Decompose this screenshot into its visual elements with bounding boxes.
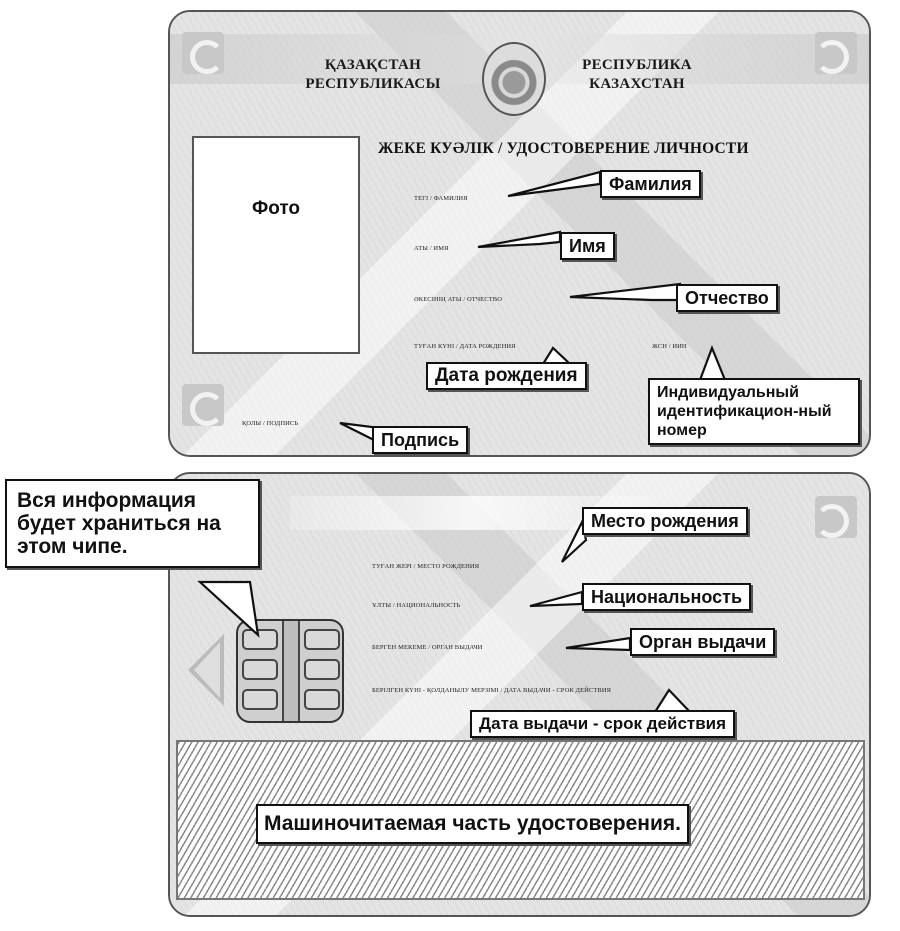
- ornament-icon: [182, 32, 224, 74]
- country-ru-line-1: РЕСПУБЛИКА: [582, 57, 692, 73]
- ornament-icon: [815, 496, 857, 538]
- chip-contact: [242, 689, 278, 710]
- field-birth-place: ТУҒАН ЖЕРІ / МЕСТО РОЖДЕНИЯ: [372, 563, 480, 570]
- field-surname: ТЕГІ / ФАМИЛИЯ: [414, 195, 468, 202]
- country-kz-line-2: РЕСПУБЛИКАСЫ: [305, 76, 441, 92]
- callout-nationality: Национальность: [582, 583, 752, 611]
- country-name-kz: ҚАЗАҚСТАН РЕСПУБЛИКАСЫ: [278, 56, 468, 94]
- ornament-icon: [182, 384, 224, 426]
- callout-issuer: Орган выдачи: [630, 628, 776, 656]
- chip-contact: [304, 689, 340, 710]
- chip-contact: [282, 621, 300, 721]
- photo-label: Фото: [251, 198, 300, 219]
- orientation-arrow-icon: [188, 634, 224, 706]
- mrz-label: Машиночитаемая часть удостоверения.: [256, 804, 689, 844]
- callout-birth-place: Место рождения: [582, 507, 748, 535]
- chip-icon: [236, 619, 344, 723]
- chip-contact: [304, 659, 340, 680]
- state-emblem-icon: [482, 42, 546, 116]
- ornament-icon: [815, 32, 857, 74]
- callout-iin: Индивидуальный идентификацион-ный номер: [648, 378, 860, 445]
- callout-birth-date: Дата рождения: [426, 362, 587, 390]
- country-ru-line-2: КАЗАХСТАН: [589, 76, 685, 92]
- country-name-ru: РЕСПУБЛИКА КАЗАХСТАН: [562, 56, 712, 94]
- field-signature: ҚОЛЫ / ПОДПИСЬ: [242, 420, 299, 427]
- field-birth-date: ТУҒАН КҮНІ / ДАТА РОЖДЕНИЯ: [414, 343, 516, 350]
- callout-signature: Подпись: [372, 426, 469, 454]
- field-patronymic: ӘКЕСІНІҢ АТЫ / ОТЧЕСТВО: [414, 296, 502, 303]
- field-name: АТЫ / ИМЯ: [414, 245, 449, 252]
- field-nationality: ҰЛТЫ / НАЦИОНАЛЬНОСТЬ: [372, 602, 461, 609]
- photo-placeholder: Фото: [192, 136, 360, 354]
- chip-contact: [304, 629, 340, 650]
- country-kz-line-1: ҚАЗАҚСТАН: [324, 57, 422, 73]
- chip-contact: [242, 629, 278, 650]
- document-title: ЖЕКЕ КУӘЛІК / УДОСТОВЕРЕНИЕ ЛИЧНОСТИ: [378, 140, 749, 157]
- callout-name: Имя: [560, 232, 615, 260]
- chip-contact: [242, 659, 278, 680]
- callout-patronymic: Отчество: [676, 284, 778, 312]
- field-validity: БЕРІЛГЕН КҮНІ - ҚОЛДАНЫЛУ МЕРЗІМІ / ДАТА…: [372, 687, 612, 694]
- callout-validity: Дата выдачи - срок действия: [470, 710, 736, 738]
- callout-chip-note: Вся информация будет храниться на этом ч…: [5, 479, 260, 568]
- callout-surname: Фамилия: [600, 170, 701, 198]
- field-iin: ЖСН / ИИН: [652, 343, 687, 350]
- id-card-back: ТУҒАН ЖЕРІ / МЕСТО РОЖДЕНИЯ ҰЛТЫ / НАЦИО…: [168, 472, 871, 917]
- field-issuer: БЕРГЕН МЕКЕМЕ / ОРГАН ВЫДАЧИ: [372, 644, 483, 651]
